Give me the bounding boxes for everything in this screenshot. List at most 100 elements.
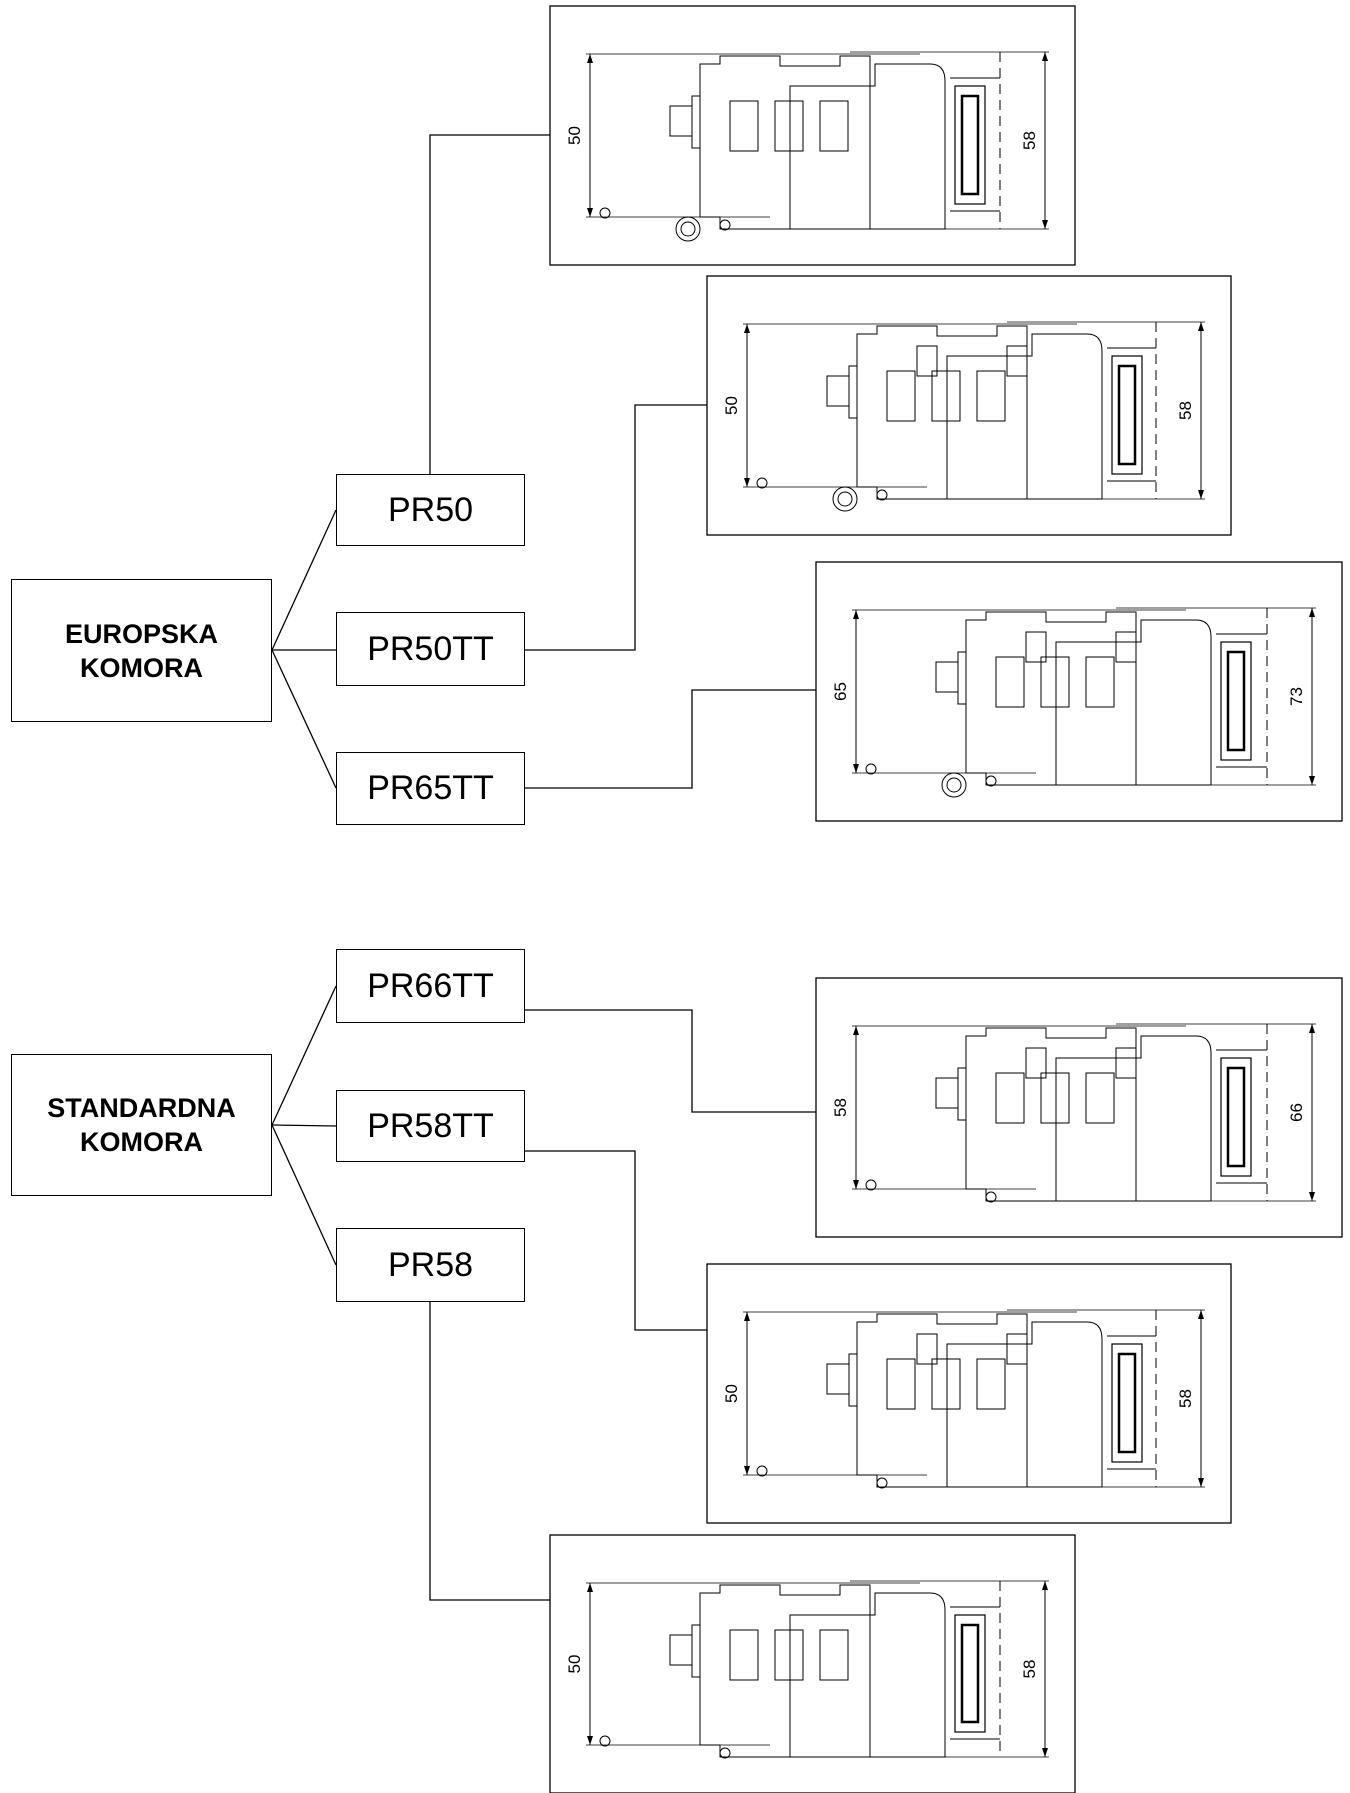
sash-outline: [789, 63, 946, 230]
glazing-spacer: [1220, 641, 1252, 761]
connector-line: [525, 1150, 707, 1331]
chamber: [995, 1072, 1025, 1124]
hardware-plate: [691, 1624, 701, 1678]
chamber: [819, 100, 849, 152]
connector-lines: [271, 134, 816, 1601]
gasket-icon: [865, 763, 877, 775]
panel-frame: [706, 275, 1232, 536]
panel-frame: [815, 977, 1343, 1238]
dimension-label-right: 58: [1020, 131, 1039, 150]
arrow-icon: [744, 1312, 750, 1321]
series-box-pr50tt: PR50TT: [336, 612, 525, 686]
hardware-plate: [957, 1067, 967, 1121]
drain-roller-icon: [946, 777, 962, 793]
dimension-label-left: 50: [565, 1655, 584, 1674]
hardware-plate: [848, 1353, 858, 1407]
dimension-label-right: 58: [1020, 1660, 1039, 1679]
glazing-seal: [1117, 1352, 1137, 1454]
dimension-label-right: 73: [1287, 687, 1306, 706]
dimension-label-left: 50: [722, 396, 741, 415]
glazing-seal: [1117, 364, 1137, 466]
connector-line: [271, 1124, 337, 1266]
gasket-icon: [599, 1735, 611, 1747]
panel-frame: [815, 561, 1343, 822]
glazing-seal: [960, 1623, 980, 1724]
sash-outline: [946, 1321, 1103, 1488]
drain-roller-icon: [941, 772, 967, 798]
chamber: [976, 1358, 1006, 1410]
arrow-icon: [1042, 52, 1048, 61]
arrow-icon: [1042, 1748, 1048, 1757]
arrow-icon: [1042, 1581, 1048, 1590]
gasket-icon: [756, 1465, 768, 1477]
arrow-icon: [1309, 1192, 1315, 1201]
profile-section-drawing: [756, 325, 1156, 512]
series-label: PR65TT: [367, 769, 494, 807]
profile-section-drawing: [865, 1027, 1267, 1203]
sash-outline: [789, 1592, 946, 1758]
sash-outline: [1055, 619, 1212, 786]
profile-section-drawing: [865, 611, 1267, 798]
gasket-icon: [719, 1747, 731, 1759]
thermal-break: [1115, 631, 1137, 663]
arrow-icon: [1309, 776, 1315, 785]
thermal-break: [1006, 345, 1028, 377]
chamber: [1040, 1072, 1070, 1124]
profile-section-drawing: [599, 55, 1000, 242]
arrow-icon: [744, 324, 750, 333]
arrow-icon: [853, 764, 859, 773]
arrow-icon: [1198, 322, 1204, 331]
glazing-spacer: [1111, 355, 1143, 475]
drain-roller-icon: [837, 491, 853, 507]
chamber: [774, 100, 804, 152]
arrow-icon: [587, 208, 593, 217]
gasket-icon: [876, 1477, 888, 1489]
profile-section-drawing: [599, 1584, 1000, 1759]
chamber: [819, 1629, 849, 1681]
sash-outline: [1055, 1035, 1212, 1202]
frame-outline: [856, 325, 1028, 500]
connector-line: [271, 509, 337, 651]
sash-outline: [946, 333, 1103, 500]
arrow-icon: [853, 610, 859, 619]
gasket-icon: [985, 775, 997, 787]
arrow-icon: [587, 1736, 593, 1745]
root-standardna-komora: STANDARDNA KOMORA: [11, 1054, 272, 1196]
hardware-plate: [848, 365, 858, 419]
series-label: PR50TT: [367, 629, 494, 668]
glazing-seal: [960, 94, 980, 196]
chamber: [729, 100, 759, 152]
connector-line: [271, 1124, 337, 1127]
hardware-plate: [957, 651, 967, 705]
arrow-icon: [853, 1026, 859, 1035]
gasket-icon: [985, 1191, 997, 1203]
dimension-label-right: 66: [1287, 1103, 1306, 1122]
gasket-icon: [756, 477, 768, 489]
thermal-break: [1025, 631, 1047, 663]
chamber: [1085, 656, 1115, 708]
arrow-icon: [744, 1466, 750, 1475]
drain-roller-icon: [680, 221, 696, 237]
connector-line: [525, 689, 816, 789]
connector-line: [271, 649, 337, 789]
drain-roller-icon: [675, 216, 701, 242]
series-box-pr58tt: PR58TT: [336, 1090, 525, 1162]
glazing-seal: [1226, 650, 1246, 752]
thermal-break: [1006, 1333, 1028, 1365]
chamber: [774, 1629, 804, 1681]
series-label: PR66TT: [367, 966, 494, 1005]
thermal-break: [1025, 1047, 1047, 1079]
chamber: [931, 370, 961, 422]
series-label: PR50: [387, 490, 474, 529]
glazing-spacer: [954, 85, 986, 205]
series-label: PR58TT: [367, 1106, 494, 1145]
arrow-icon: [744, 478, 750, 487]
chamber: [931, 1358, 961, 1410]
gasket-icon: [876, 489, 888, 501]
chamber: [1040, 656, 1070, 708]
